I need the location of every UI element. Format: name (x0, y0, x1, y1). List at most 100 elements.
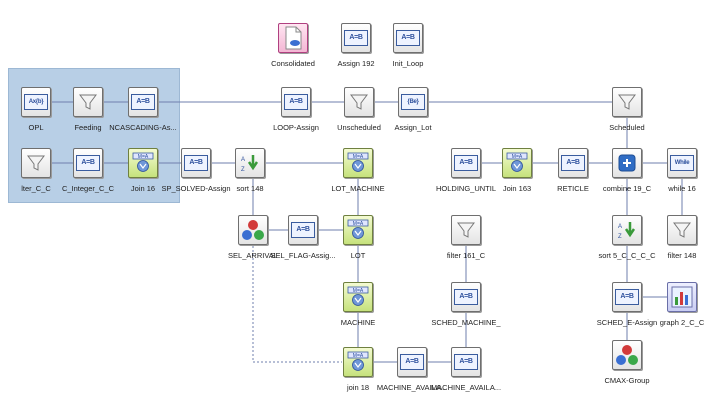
expression-icon: Ax{b} (24, 94, 48, 110)
node-join18[interactable]: M=A (343, 347, 373, 377)
node-label: SP_SOLVED-Assign (161, 184, 231, 193)
node-label: lter_C_C (21, 184, 51, 193)
node-sel-arrival[interactable] (238, 215, 268, 245)
node-label: NCASCADING-As... (109, 123, 177, 132)
svg-text:A: A (618, 224, 622, 230)
node-lot[interactable]: M=A (343, 215, 373, 245)
filter-icon (78, 92, 98, 112)
node-machine-avail1[interactable]: A=B (397, 347, 427, 377)
node-sort5[interactable]: A Z (612, 215, 642, 245)
node-feeding[interactable] (73, 87, 103, 117)
node-label: C_Integer_C_C (61, 184, 115, 193)
join-icon: M=A (506, 152, 528, 174)
node-label: Consolidated (271, 59, 315, 68)
sort-icon: A Z (616, 219, 638, 241)
filter-icon (26, 153, 46, 173)
svg-text:M=A: M=A (353, 288, 364, 294)
join-icon: M=A (132, 152, 154, 174)
node-reticle[interactable]: A=B (558, 148, 588, 178)
svg-text:M=A: M=A (353, 154, 364, 160)
node-init-loop[interactable]: A=B (393, 23, 423, 53)
node-label: Unscheduled (337, 123, 381, 132)
node-cmax-group[interactable] (612, 340, 642, 370)
node-label: combine 19_C (602, 184, 652, 193)
node-sel-flag[interactable]: A=B (288, 215, 318, 245)
node-label: join 18 (346, 383, 370, 392)
node-assign-lot[interactable]: {Be} (398, 87, 428, 117)
assign-icon: A=B (396, 30, 420, 46)
node-label: CMAX-Group (604, 376, 650, 385)
node-combine19[interactable] (612, 148, 642, 178)
node-sched-machine[interactable]: A=B (451, 282, 481, 312)
svg-text:M=A: M=A (353, 221, 364, 227)
node-integer-c[interactable]: A=B (73, 148, 103, 178)
node-label: SEL_ARRIVAL (228, 251, 278, 260)
svg-text:Z: Z (618, 234, 622, 240)
node-label: Join 163 (502, 184, 532, 193)
filter-icon (617, 92, 637, 112)
node-join16[interactable]: M=A (128, 148, 158, 178)
assign-icon: A=B (131, 94, 155, 110)
combine-icon (616, 152, 638, 174)
filter-icon (349, 92, 369, 112)
node-loop-assign[interactable]: A=B (281, 87, 311, 117)
node-machine[interactable]: M=A (343, 282, 373, 312)
node-unscheduled[interactable] (344, 87, 374, 117)
node-solved-assign[interactable]: A=B (181, 148, 211, 178)
assign-icon: A=B (615, 289, 639, 305)
svg-text:M=A: M=A (138, 154, 149, 160)
node-filter161[interactable] (451, 215, 481, 245)
node-graph2[interactable] (667, 282, 697, 312)
join-icon: M=A (347, 286, 369, 308)
document-icon (283, 26, 303, 50)
node-holding-until[interactable]: A=B (451, 148, 481, 178)
assign-icon: A=B (454, 354, 478, 370)
node-label: SCHED_MACHINE_ (431, 318, 501, 327)
assign-icon: A=B (344, 30, 368, 46)
node-label: LOOP-Assign (273, 123, 319, 132)
assign-icon: A=B (561, 155, 585, 171)
node-assign192[interactable]: A=B (341, 23, 371, 53)
svg-text:M=A: M=A (353, 353, 364, 359)
assign-icon: A=B (184, 155, 208, 171)
node-label: Assign 192 (337, 59, 375, 68)
chart-icon (671, 286, 693, 308)
group-icon (241, 218, 265, 242)
node-label: Assign_Lot (394, 123, 432, 132)
node-label: OPL (28, 123, 44, 132)
group-icon (615, 343, 639, 367)
node-sched-e-assign[interactable]: A=B (612, 282, 642, 312)
node-filter-c[interactable] (21, 148, 51, 178)
filter-icon (456, 220, 476, 240)
node-while16[interactable]: While (667, 148, 697, 178)
node-label: SEL_FLAG-Assig... (270, 251, 336, 260)
node-join163[interactable]: M=A (502, 148, 532, 178)
node-consolidated[interactable] (278, 23, 308, 53)
node-opl[interactable]: Ax{b} (21, 87, 51, 117)
filter-icon (672, 220, 692, 240)
join-icon: M=A (347, 219, 369, 241)
while-icon: While (670, 155, 694, 171)
node-label: MACHINE (340, 318, 376, 327)
node-label: SCHED_E-Assign (596, 318, 658, 327)
node-scheduled[interactable] (612, 87, 642, 117)
join-icon: M=A (347, 351, 369, 373)
sort-icon: A Z (239, 152, 261, 174)
node-filter148[interactable] (667, 215, 697, 245)
node-label: LOT (350, 251, 366, 260)
node-label: Feeding (74, 123, 102, 132)
assign-icon: A=B (291, 222, 315, 238)
node-lot-machine[interactable]: M=A (343, 148, 373, 178)
node-sort148[interactable]: A Z (235, 148, 265, 178)
assign-icon: A=B (284, 94, 308, 110)
node-label: MACHINE_AVAILA... (376, 383, 448, 392)
node-label: Join 16 (130, 184, 156, 193)
node-machine-avail2[interactable]: A=B (451, 347, 481, 377)
node-cascading[interactable]: A=B (128, 87, 158, 117)
node-label: sort 148 (236, 184, 264, 193)
node-label: HOLDING_UNTIL (435, 184, 497, 193)
node-label: Init_Loop (392, 59, 424, 68)
node-label: MACHINE_AVAILA... (430, 383, 502, 392)
assign-icon: A=B (454, 289, 478, 305)
